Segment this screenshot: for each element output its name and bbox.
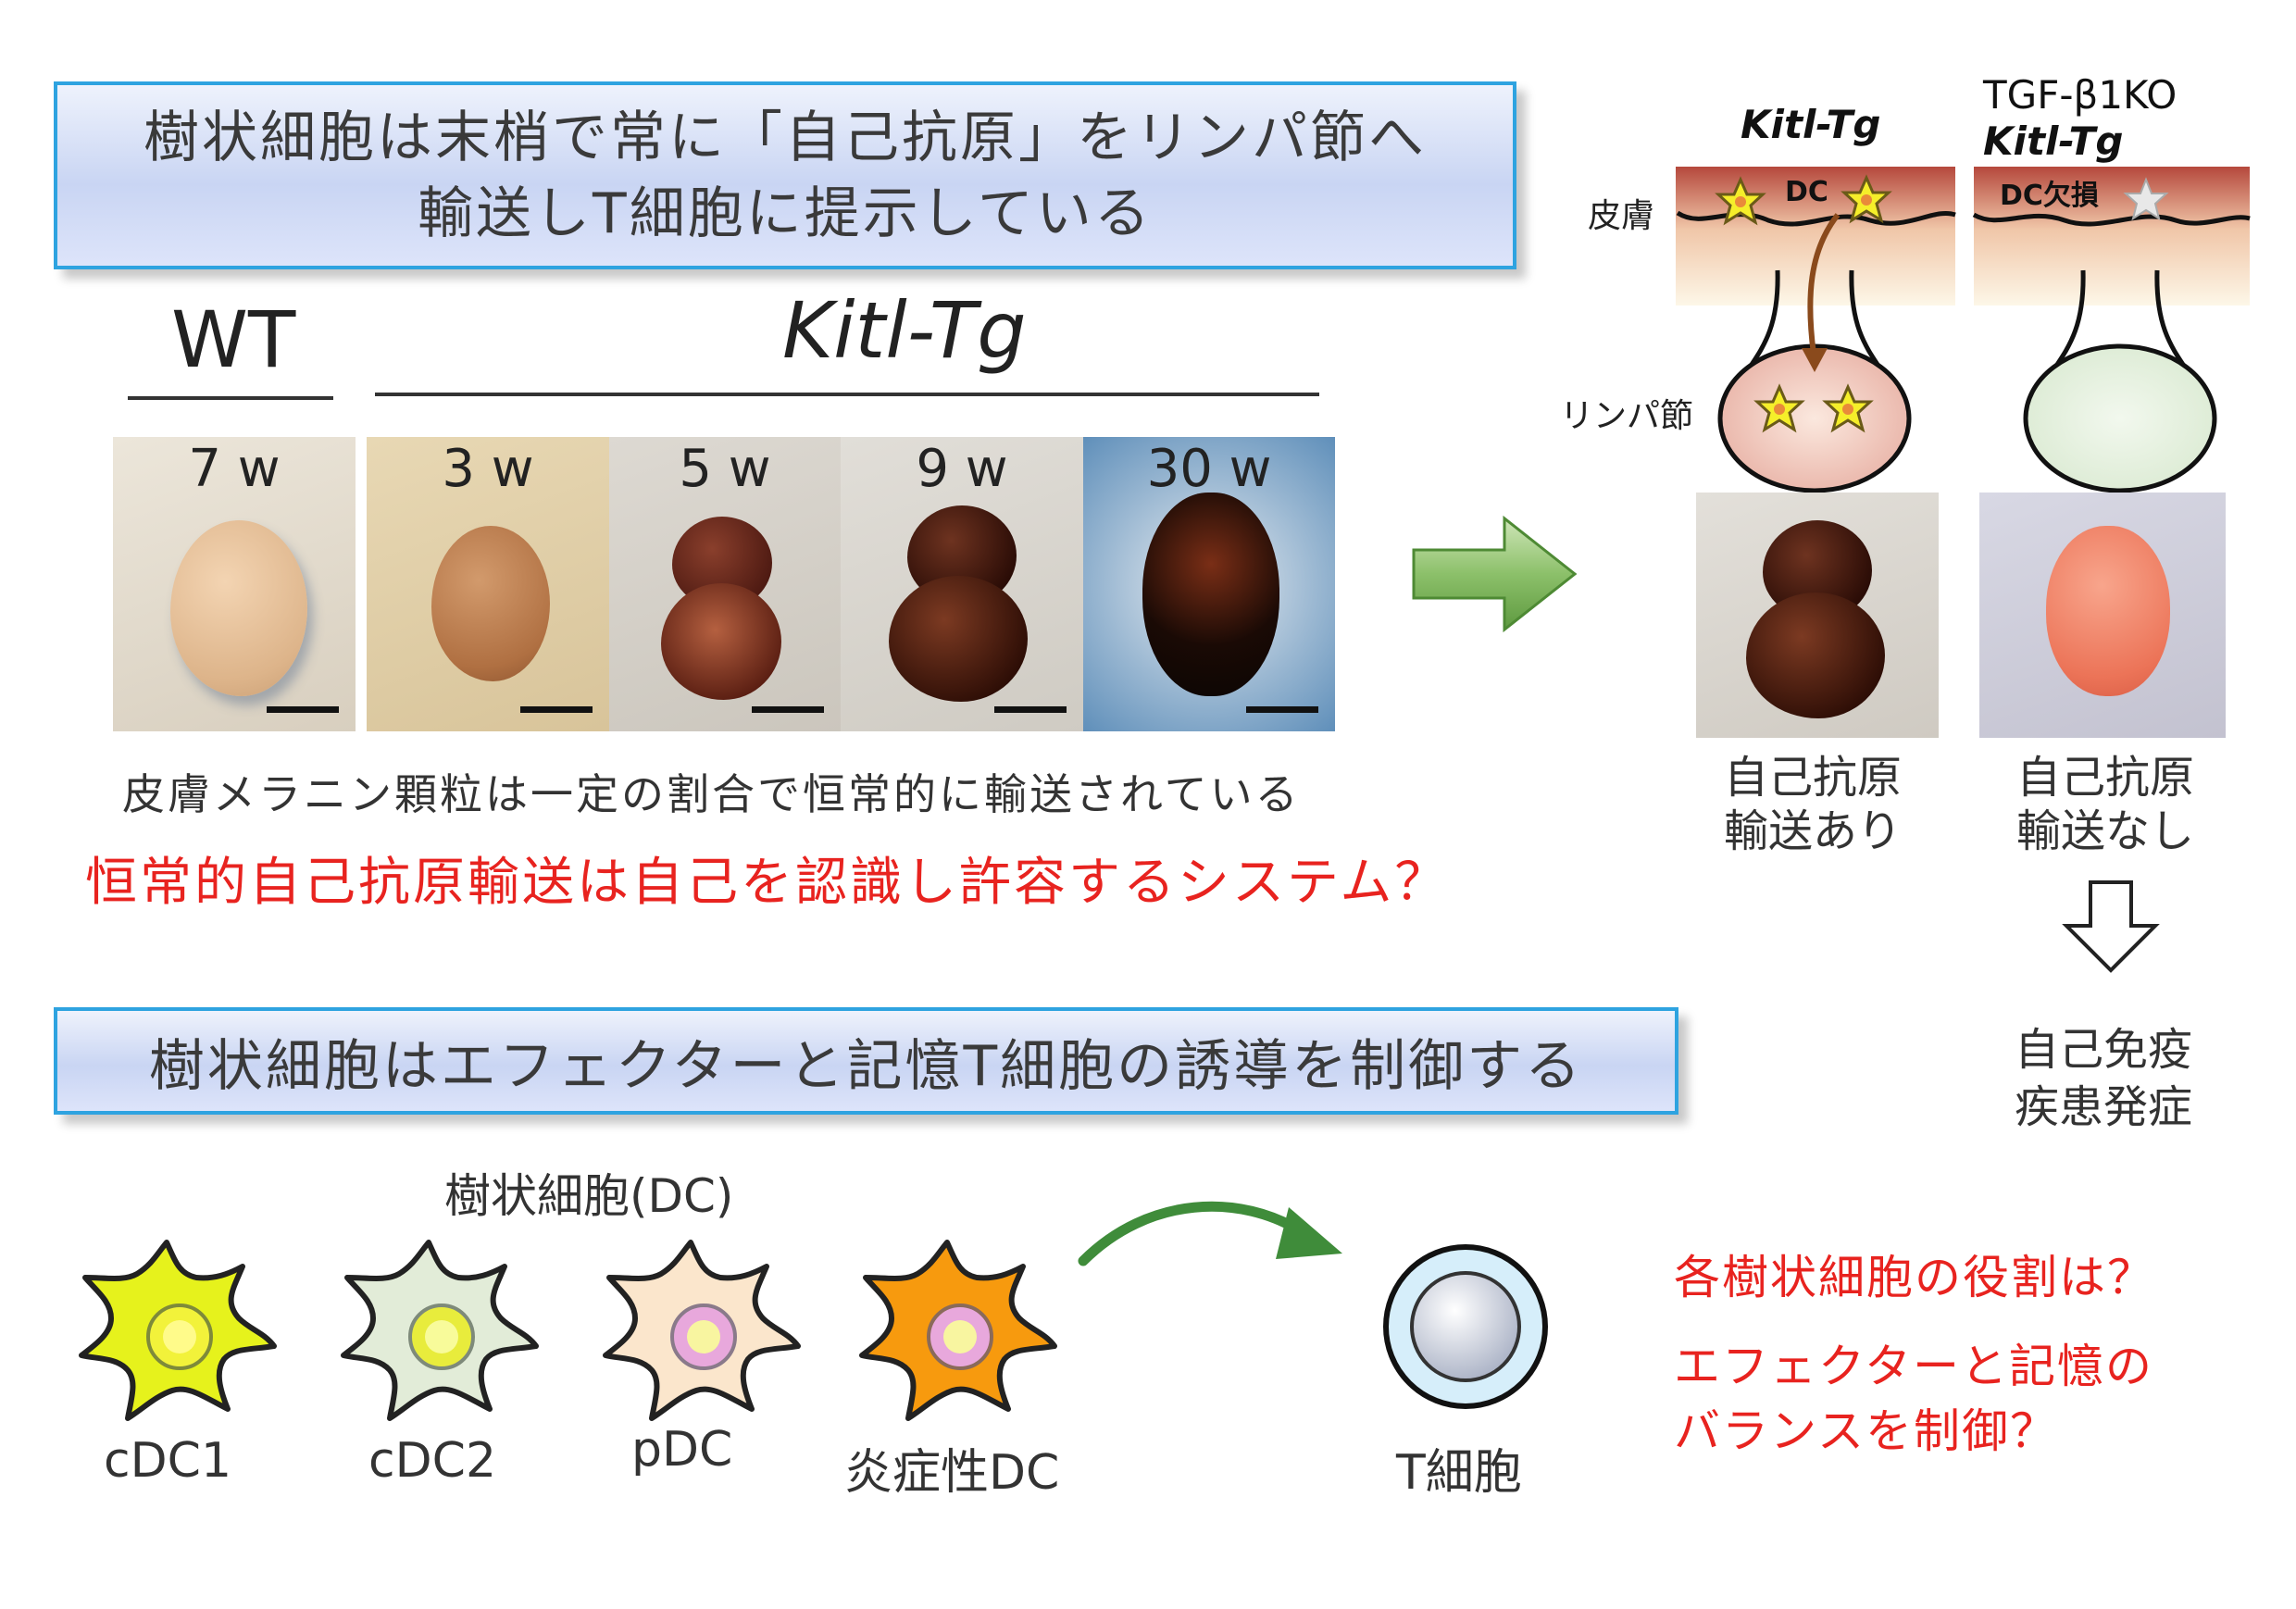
t-cell-label: T細胞 [1396,1445,1522,1501]
result1-line1: 自己抗原 [1724,752,1903,804]
photo-kitl-30w: 30 w [1083,437,1335,731]
dc-star-icon [1822,383,1874,433]
lymph-node-brown [431,526,550,681]
question-balance-line2: バランスを制御？ [1674,1404,2058,1458]
photo-wt-7w: 7 w [113,437,356,731]
dc-missing-icon [2123,177,2169,221]
schematic-col2-title-line1: TGF-β1KO [1983,72,2177,118]
top-banner-line2: 輸送しT細胞に提示している [418,181,1153,246]
scale-bar [994,706,1067,713]
lymph-node-dark-bottom [889,576,1028,702]
group-underline-kitl [375,393,1319,396]
outcome-line1: 自己免疫 [2015,1024,2193,1076]
dc-star-icon [1753,383,1805,433]
photo-kitl-3w: 3 w [367,437,609,731]
skin-lymph-schematic [1676,167,2251,493]
photo-kitl-result [1696,493,1939,738]
curved-arrow-icon [1078,1201,1342,1266]
t-cell-icon [1383,1244,1548,1409]
dc-star-icon [1715,176,1766,226]
result2-line1: 自己抗原 [2016,752,2195,804]
scale-bar [520,706,593,713]
group-label-kitl: Kitl-Tg [782,285,1027,376]
pdc-cell-icon [603,1240,801,1421]
photo-label: 5 w [679,439,771,499]
scale-bar [1246,706,1318,713]
dc-type-label-pdc: pDC [631,1422,733,1478]
outcome-line2: 疾患発症 [2015,1081,2193,1133]
bottom-banner-text: 樹状細胞はエフェクターと記憶T細胞の誘導を制御する [148,1033,1584,1099]
lymph-node-black [1142,493,1279,696]
photo-label: 3 w [442,439,534,499]
schematic-col1-title: Kitl-Tg [1741,102,1881,147]
inflammatory-dc-cell-icon [859,1240,1057,1421]
lymph-node-pink [2046,526,2170,696]
top-banner: 樹状細胞は末梢で常に「自己抗原」をリンパ節へ 輸送しT細胞に提示している [54,81,1516,269]
bottom-banner: 樹状細胞はエフェクターと記憶T細胞の誘導を制御する [54,1007,1678,1115]
photo-label: 9 w [916,439,1008,499]
dc-missing-label: DC欠損 [2000,180,2099,212]
tolerance-question: 恒常的自己抗原輸送は自己を認識し許容するシステム？ [85,853,1450,913]
melanin-caption: 皮膚メラニン顆粒は一定の割合で恒常的に輸送されている [122,769,1301,819]
dc-type-label-cdc1: cDC1 [104,1433,232,1489]
question-dc-roles: 各樹状細胞の役割は？ [1674,1251,2155,1304]
group-underline-wt [128,396,333,400]
cdc2-cell-icon [341,1240,539,1421]
result1-line2: 輸送あり [1724,805,1903,857]
photo-kitl-5w: 5 w [609,437,841,731]
photo-kitl-9w: 9 w [841,437,1083,731]
cdc1-cell-icon [79,1240,277,1421]
photo-label: 30 w [1146,439,1272,499]
photo-label: 7 w [188,439,281,499]
schematic-col2-title-line2: Kitl-Tg [1983,118,2124,164]
group-label-wt: WT [171,294,296,385]
question-balance-line1: エフェクターと記憶の [1674,1340,2153,1393]
dc-star-icon [1841,174,1892,224]
skin-label: 皮膚 [1588,197,1655,235]
lymph-node-pale [170,520,307,696]
photo-tgfko-result [1979,493,2226,738]
dc-type-label-inflammatory: 炎症性DC [844,1445,1060,1501]
right-arrow-icon [1412,515,1578,633]
down-arrow-icon [2062,880,2160,973]
lymph-node-label: リンパ節 [1560,397,1694,435]
lymph-node-dark-bottom [661,583,781,700]
top-banner-line1: 樹状細胞は末梢で常に「自己抗原」をリンパ節へ [144,105,1427,170]
dc-type-label-cdc2: cDC2 [368,1433,497,1489]
result2-line2: 輸送なし [2016,805,2195,857]
dc-group-label: 樹状細胞(DC) [444,1169,734,1223]
lymph-node-dark-bottom [1746,592,1885,718]
scale-bar [752,706,824,713]
dc-label: DC [1785,176,1828,208]
scale-bar [267,706,339,713]
